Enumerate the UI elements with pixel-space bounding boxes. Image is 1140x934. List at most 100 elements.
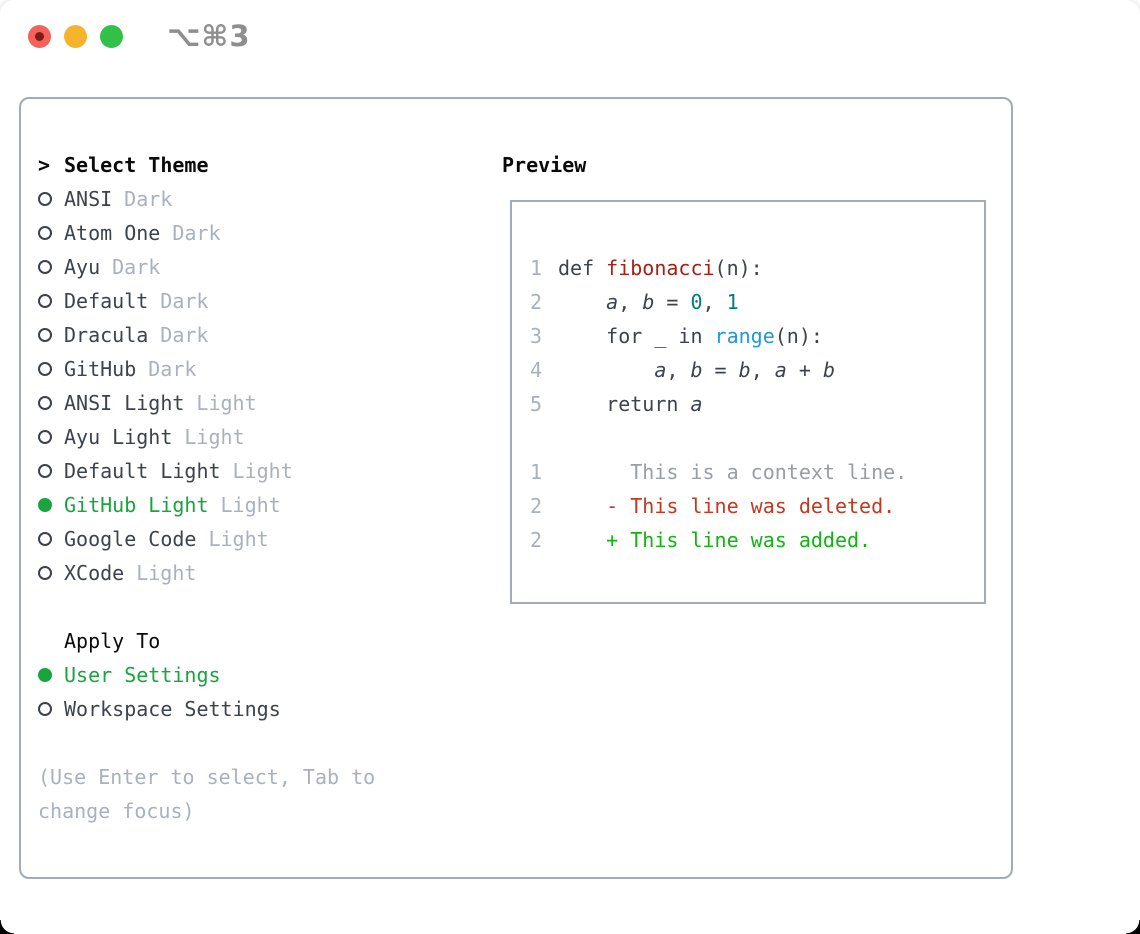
radio-icon: [38, 532, 52, 546]
line-number: 1: [530, 256, 543, 280]
option-variant-label: Dark: [160, 323, 209, 347]
code-segment: a: [774, 358, 787, 382]
screen-corner-artifact: [0, 920, 14, 934]
option-variant-label: Dark: [172, 221, 221, 245]
minimize-button[interactable]: [64, 25, 87, 48]
radio-icon: [38, 226, 52, 240]
traffic-lights: [28, 25, 123, 48]
code-segment: ,: [750, 358, 775, 382]
radio-icon: [38, 294, 52, 308]
option-label: GitHub: [64, 357, 137, 381]
line-number: 5: [530, 392, 543, 416]
theme-option[interactable]: Default Light Light: [38, 454, 483, 488]
code-segment: ,: [618, 290, 643, 314]
zoom-button[interactable]: [100, 25, 123, 48]
code-line: 2 - This line was deleted.: [530, 489, 984, 523]
line-number: 3: [530, 324, 543, 348]
code-line: 2 a, b = 0, 1: [530, 285, 984, 319]
apply-to-option[interactable]: Workspace Settings: [38, 692, 483, 726]
radio-icon: [38, 362, 52, 376]
code-segment: 0: [690, 290, 703, 314]
radio-icon: [38, 464, 52, 478]
option-variant-label: Light: [232, 459, 293, 483]
option-label: ANSI: [64, 187, 113, 211]
code-content: a, b = b, a + b: [558, 358, 835, 382]
option-variant-label: Light: [208, 527, 269, 551]
code-segment: ,: [666, 358, 691, 382]
option-label: Default Light: [64, 459, 221, 483]
theme-option[interactable]: Dracula Dark: [38, 318, 483, 352]
code-segment: b: [690, 358, 703, 382]
option-label: Ayu: [64, 255, 101, 279]
code-segment: ,: [702, 290, 727, 314]
option-label: ANSI Light: [64, 391, 185, 415]
preview-title: Preview: [502, 153, 587, 177]
code-segment: range: [714, 324, 775, 348]
close-button[interactable]: [28, 25, 51, 48]
code-segment: 1: [726, 290, 739, 314]
option-label: User Settings: [64, 663, 221, 687]
code-content: return a: [558, 392, 703, 416]
code-content: This is a context line.: [558, 460, 907, 484]
option-variant-label: Light: [184, 425, 245, 449]
code-segment: (n):: [714, 256, 763, 280]
line-number: 2: [530, 528, 543, 552]
close-dot-icon: [35, 32, 44, 41]
code-segment: [558, 358, 654, 382]
code-segment: +: [786, 358, 823, 382]
theme-option[interactable]: Atom One Dark: [38, 216, 483, 250]
radio-icon: [38, 328, 52, 342]
option-label: Atom One: [64, 221, 161, 245]
code-content: def fibonacci(n):: [558, 256, 763, 280]
radio-selected-icon: [38, 668, 52, 682]
code-content: + This line was added.: [558, 528, 871, 552]
theme-picker-title: Select Theme: [64, 153, 209, 177]
theme-option[interactable]: GitHub Dark: [38, 352, 483, 386]
code-segment: =: [702, 358, 739, 382]
help-text-line: (Use Enter to select, Tab to: [38, 765, 376, 789]
radio-icon: [38, 396, 52, 410]
selection-prompt-icon: >: [38, 153, 51, 177]
code-segment: fibonacci: [606, 256, 715, 280]
code-line: 5 return a: [530, 387, 984, 421]
spacer: [38, 726, 483, 760]
apply-to-option[interactable]: User Settings: [38, 658, 483, 692]
option-label: Dracula: [64, 323, 149, 347]
option-label: Default: [64, 289, 149, 313]
code-segment: - This line was deleted.: [558, 494, 896, 518]
code-segment: + This line was added.: [558, 528, 872, 552]
option-variant-label: Dark: [148, 357, 197, 381]
code-line: 2 + This line was added.: [530, 523, 984, 557]
radio-icon: [38, 702, 52, 716]
code-segment: a: [690, 392, 703, 416]
code-segment: a: [654, 358, 667, 382]
code-segment: b: [642, 290, 655, 314]
code-segment: This is a context line.: [558, 460, 908, 484]
code-line: 1 def fibonacci(n):: [530, 251, 984, 285]
theme-picker-header-row: > Select Theme: [38, 148, 483, 182]
code-line: 3 for _ in range(n):: [530, 319, 984, 353]
code-segment: b: [822, 358, 835, 382]
code-segment: =: [654, 290, 691, 314]
code-segment: for _ in: [558, 324, 715, 348]
code-line: 1 This is a context line.: [530, 455, 984, 489]
radio-icon: [38, 566, 52, 580]
apply-to-title: Apply To: [64, 629, 161, 653]
window-title: ⌥⌘3: [167, 19, 251, 53]
code-content: a, b = 0, 1: [558, 290, 739, 314]
code-segment: a: [606, 290, 619, 314]
code-segment: return: [558, 392, 691, 416]
line-number: 2: [530, 494, 543, 518]
code-segment: (n):: [774, 324, 823, 348]
option-label: GitHub Light: [64, 493, 209, 517]
